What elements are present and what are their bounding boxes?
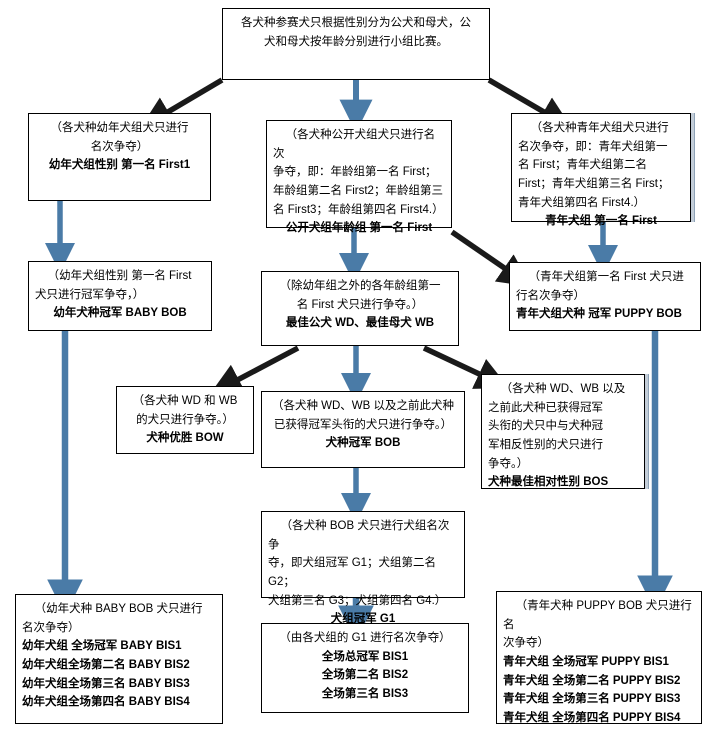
puppy-bob-line-1: 行名次争夺） [516,289,585,302]
root-line-0: 各犬种参赛犬只根据性别分为公犬和母犬，公 [241,17,471,29]
node-baby-group: （各犬种幼年犬组犬只进行 名次争夺） 幼年犬组性别 第一名 First1 [28,113,211,201]
node-puppy-bis: （青年犬种 PUPPY BOB 犬只进行名 次争夺） 青年犬组 全场冠军 PUP… [496,591,702,724]
baby-bob-result: 幼年犬种冠军 BABY BOB [53,307,187,320]
baby-bob-line-1: 犬只进行冠军争夺，） [35,288,145,301]
puppy-group-line-4: 青年犬组第四名 First4.） [518,196,646,209]
puppy-bis-result-2: 青年犬组 全场第三名 PUPPY BIS3 [503,693,681,706]
g1-line-0: （各犬种 BOB 犬只进行犬组名次争 [268,520,450,551]
puppy-bob-line-0: （青年犬组第一名 First 犬只进 [528,271,684,283]
baby-group-line-0: （各犬种幼年犬组犬只进行 [50,122,189,134]
bob-line-1: 已获得冠军头衔的犬只进行争夺。） [273,418,453,431]
bow-result: 犬种优胜 BOW [146,432,224,445]
node-bos: （各犬种 WD、WB 以及 之前此犬种已获得冠军 头衔的犬只中与犬种冠 军相反性… [481,374,645,489]
bow-line-1: 的犬只进行争夺。） [136,413,234,426]
puppy-group-line-0: （各犬种青年犬组犬只进行 [530,122,669,134]
baby-bis-result-1: 幼年犬组全场第二名 BABY BIS2 [22,658,190,671]
baby-bis-result-2: 幼年犬组全场第三名 BABY BIS3 [22,677,190,690]
node-g1: （各犬种 BOB 犬只进行犬组名次争 夺，即犬组冠军 G1；犬组第二名 G2； … [261,511,465,625]
wd-wb-line-0: （除幼年组之外的各年龄组第一 [279,280,441,292]
bos-line-4: 争夺。） [488,457,529,470]
puppy-bis-result-0: 青年犬组 全场冠军 PUPPY BIS1 [503,655,669,668]
node-bow: （各犬种 WD 和 WB 的犬只进行争夺。） 犬种优胜 BOW [116,386,254,454]
open-group-line-1: 争夺，即：年龄组第一名 First； [273,166,437,179]
node-bis: （由各犬组的 G1 进行名次争夺） 全场总冠军 BIS1 全场第二名 BIS2 … [261,623,469,713]
bis-result-0: 全场总冠军 BIS1 [321,650,409,663]
edge-wdwb-to-bow [209,345,300,395]
bos-line-2: 头衔的犬只中与犬种冠 [488,420,603,433]
puppy-bob-result: 青年犬组犬种 冠军 PUPPY BOB [516,308,682,321]
g1-line-1: 夺，即犬组冠军 G1；犬组第二名 G2； [268,557,437,588]
baby-group-line-1: 名次争夺） [90,140,149,153]
bos-line-3: 军相反性别的犬只进行 [488,438,603,451]
node-root: 各犬种参赛犬只根据性别分为公犬和母犬，公 犬和母犬按年龄分别进行小组比赛。 [222,8,490,80]
edge-open-to-puppybob [450,229,532,287]
root-line-1: 犬和母犬按年龄分别进行小组比赛。 [264,35,448,48]
node-puppy-bob: （青年犬组第一名 First 犬只进 行名次争夺） 青年犬组犬种 冠军 PUPP… [509,262,701,331]
node-baby-bis: （幼年犬种 BABY BOB 犬只进行 名次争夺） 幼年犬组 全场冠军 BABY… [15,594,223,724]
node-open-group: （各犬种公开犬组犬只进行名次 争夺，即：年龄组第一名 First； 年龄组第二名… [266,120,452,234]
puppy-bis-line-0: （青年犬种 PUPPY BOB 犬只进行名 [503,600,692,631]
bos-result: 犬种最佳相对性别 BOS [488,476,609,489]
bis-line-0: （由各犬组的 G1 进行名次争夺） [279,632,451,644]
baby-bis-line-0: （幼年犬种 BABY BOB 犬只进行 [34,603,203,615]
node-baby-bob: （幼年犬组性别 第一名 First 犬只进行冠军争夺，） 幼年犬种冠军 BABY… [28,261,212,331]
open-group-result: 公开犬组年龄组 第一名 First [285,222,433,235]
bos-line-1: 之前此犬种已获得冠军 [488,401,603,414]
bos-line-0: （各犬种 WD、WB 以及 [500,383,626,395]
open-group-line-0: （各犬种公开犬组犬只进行名次 [273,129,436,160]
baby-bis-result-0: 幼年犬组 全场冠军 BABY BIS1 [22,640,182,653]
bis-result-1: 全场第二名 BIS2 [321,669,409,682]
baby-bis-result-3: 幼年犬组全场第四名 BABY BIS4 [22,696,190,709]
node-puppy-group: （各犬种青年犬组犬只进行 名次争夺，即：青年犬组第一 名 First；青年犬组第… [511,113,691,227]
node-bob: （各犬种 WD、WB 以及之前此犬种 已获得冠军头衔的犬只进行争夺。） 犬种冠军… [261,391,465,468]
baby-bob-line-0: （幼年犬组性别 第一名 First [47,270,192,282]
puppy-group-line-2: 名 First；青年犬组第二名 [518,159,648,172]
wd-wb-line-1: 名 First 犬只进行争夺。） [296,298,424,311]
bob-result: 犬种冠军 BOB [325,437,401,450]
puppy-group-result: 青年犬组 第一名 First [545,215,657,228]
baby-group-result: 幼年犬组性别 第一名 First1 [48,159,191,172]
open-group-line-3: 名 First3；年龄组第四名 First4.） [273,203,444,216]
puppy-group-line-3: First；青年犬组第三名 First； [518,177,670,190]
puppy-group-line-1: 名次争夺，即：青年犬组第一 [518,140,668,153]
bob-line-0: （各犬种 WD、WB 以及之前此犬种 [271,400,455,412]
wd-wb-result: 最佳公犬 WD、最佳母犬 WB [285,317,435,330]
puppy-bis-result-3: 青年犬组 全场第四名 PUPPY BIS4 [503,711,681,724]
puppy-bis-result-1: 青年犬组 全场第二名 PUPPY BIS2 [503,674,681,687]
node-wd-wb: （除幼年组之外的各年龄组第一 名 First 犬只进行争夺。） 最佳公犬 WD、… [261,271,459,346]
g1-line-2: 犬组第三名 G3；犬组第四名 G4.） [268,594,447,607]
open-group-line-2: 年龄组第二名 First2；年龄组第三 [273,184,443,197]
puppy-bis-line-1: 次争夺） [503,637,549,650]
baby-bis-line-1: 名次争夺） [22,621,80,634]
bis-result-2: 全场第三名 BIS3 [321,687,409,700]
bow-line-0: （各犬种 WD 和 WB [132,395,238,407]
